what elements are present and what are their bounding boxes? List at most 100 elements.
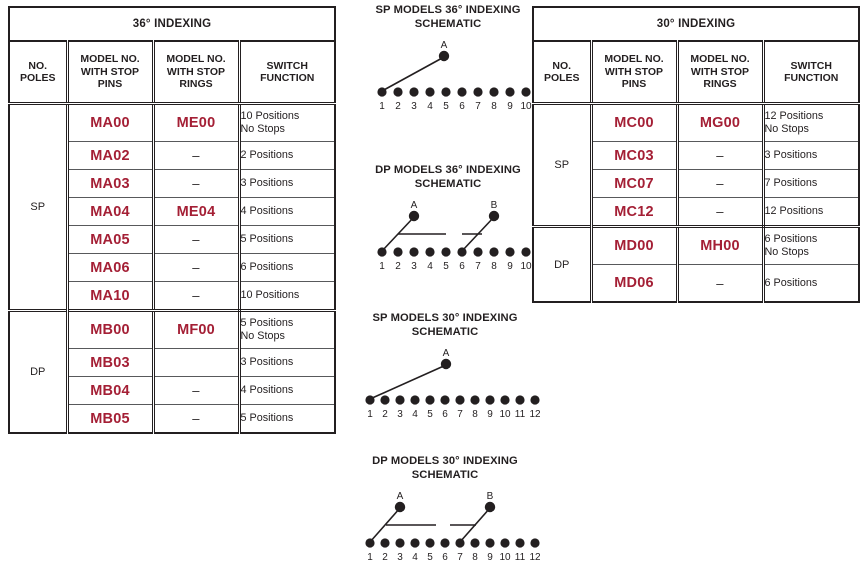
svg-text:9: 9 [507, 261, 513, 272]
svg-text:2: 2 [395, 101, 401, 112]
svg-text:1: 1 [367, 409, 373, 420]
model-rings: MG00 [675, 103, 765, 142]
model-rings: ME04 [151, 197, 241, 226]
model-rings: – [675, 169, 765, 198]
model-rings: – [151, 225, 241, 254]
svg-text:10: 10 [499, 552, 511, 563]
pole-label-a: A [397, 491, 404, 502]
group-label-dp: DP [8, 309, 69, 434]
svg-text:4: 4 [427, 261, 433, 272]
switch-function: 3 Positions [238, 348, 337, 377]
svg-text:4: 4 [412, 552, 418, 563]
model-pins: MA04 [66, 197, 154, 226]
table-row: MB05 – 5 Positions [9, 404, 337, 434]
svg-text:8: 8 [491, 261, 497, 272]
model-rings: MF00 [151, 309, 241, 349]
model-rings: – [151, 404, 241, 434]
svg-text:10: 10 [520, 261, 532, 272]
svg-text:7: 7 [475, 261, 481, 272]
terminal-dots [377, 87, 531, 97]
svg-text:10: 10 [499, 409, 511, 420]
table-row: MA02 – 2 Positions [9, 141, 337, 170]
header-no-poles: NO.POLES [8, 40, 68, 105]
table-30-title: 30° INDEXING [531, 6, 861, 42]
model-rings: ME00 [151, 103, 241, 142]
model-pins: MA10 [66, 281, 154, 312]
svg-text:1: 1 [379, 261, 385, 272]
svg-text:12: 12 [529, 409, 540, 420]
switch-function: 3 Positions [238, 169, 337, 198]
svg-text:2: 2 [382, 552, 388, 563]
svg-text:3: 3 [397, 552, 403, 563]
svg-text:4: 4 [427, 101, 433, 112]
model-pins: MA02 [66, 141, 154, 170]
schematic-sp-30-title: SP MODELS 30° INDEXING SCHEMATIC [372, 312, 518, 338]
table-row: MA05 – 5 Positions [9, 225, 337, 254]
svg-text:9: 9 [487, 552, 493, 563]
svg-text:6: 6 [442, 409, 448, 420]
pole-a-connector [369, 507, 401, 543]
switch-function: 10 Positions [238, 281, 337, 312]
svg-text:8: 8 [491, 101, 497, 112]
model-rings: – [151, 141, 241, 170]
svg-text:11: 11 [515, 552, 526, 563]
switch-function: 4 Positions [238, 376, 337, 405]
terminal-dots [377, 247, 531, 257]
model-rings: – [151, 253, 241, 282]
schematic-sp-36-title: SP MODELS 36° INDEXING SCHEMATIC [375, 4, 521, 30]
svg-text:7: 7 [457, 409, 463, 420]
model-rings [151, 348, 241, 377]
model-pins: MC07 [590, 169, 678, 198]
svg-text:9: 9 [487, 409, 493, 420]
model-pins: MB03 [66, 348, 154, 377]
table-36-indexing: 36° INDEXING NO.POLES MODEL NO.WITH STOP… [7, 6, 337, 434]
model-pins: MA05 [66, 225, 154, 254]
pole-b-dot [484, 501, 496, 513]
group-label-sp: SP [532, 103, 593, 227]
terminal-dots [365, 538, 540, 548]
model-pins: MC03 [590, 141, 678, 170]
svg-text:10: 10 [520, 101, 532, 112]
group-label-sp: SP [8, 103, 69, 311]
switch-function: 2 Positions [238, 141, 337, 170]
table-row: MD06 – 6 Positions [533, 264, 861, 303]
svg-text:8: 8 [472, 409, 478, 420]
svg-text:5: 5 [427, 409, 433, 420]
svg-text:1: 1 [379, 101, 385, 112]
model-rings: – [151, 376, 241, 405]
table-30-indexing: 30° INDEXING NO.POLES MODEL NO.WITH STOP… [531, 6, 861, 303]
pole-label-b: B [487, 491, 494, 502]
pole-label-a: A [411, 200, 418, 211]
pole-label-b: B [491, 200, 498, 211]
table-title-row: 36° INDEXING [7, 6, 337, 42]
svg-text:5: 5 [443, 261, 449, 272]
table-row: MC07 – 7 Positions [533, 169, 861, 198]
terminal-dots [365, 395, 540, 405]
switch-function: 5 Positions [238, 404, 337, 434]
svg-text:5: 5 [427, 552, 433, 563]
header-no-poles: NO.POLES [532, 40, 592, 105]
svg-text:6: 6 [442, 552, 448, 563]
table-row: MA10 – 10 Positions [9, 281, 337, 312]
switch-function: 6 Positions [238, 253, 337, 282]
model-pins: MA03 [66, 169, 154, 198]
switch-function: 4 Positions [238, 197, 337, 226]
model-pins: MA06 [66, 253, 154, 282]
switch-function: 3 Positions [762, 141, 861, 170]
table-title-row: 30° INDEXING [531, 6, 861, 42]
